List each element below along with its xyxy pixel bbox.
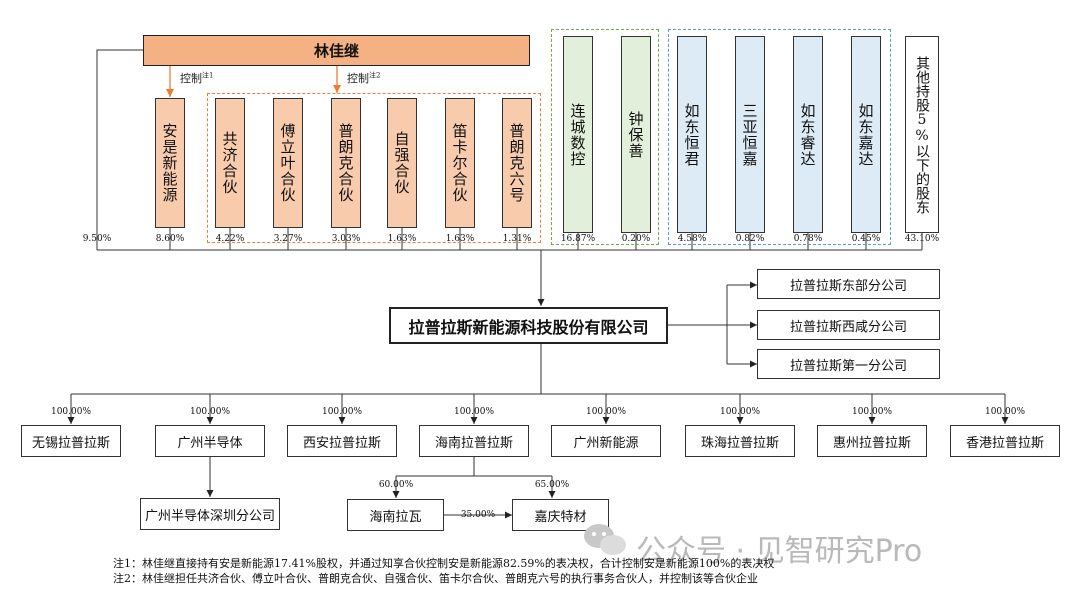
subsidiary-box: 广州半导体	[155, 425, 265, 457]
hainan-jiaqing-pct: 65.00%	[534, 480, 570, 490]
concert-party-group-green	[551, 29, 659, 245]
shareholding-pct: 43.10%	[904, 234, 940, 244]
shareholding-pct: 0.20%	[621, 234, 651, 244]
company-name: 拉普拉斯新能源科技股份有限公司	[408, 317, 649, 337]
shareholder-box: 普朗克六号	[502, 98, 532, 228]
shareholding-pct: 1.63%	[445, 234, 475, 244]
branch-office-box: 拉普拉斯东部分公司	[757, 269, 940, 299]
subsidiary-pct: 100.00%	[851, 407, 893, 417]
shareholder-box: 普朗克合伙	[331, 98, 361, 228]
subsidiary-box: 无锡拉普拉斯	[21, 425, 121, 457]
subsidiary-pct: 100.00%	[189, 407, 231, 417]
gz-branch-box: 广州半导体深圳分公司	[140, 498, 280, 530]
shareholder-box: 安是新能源	[155, 98, 185, 228]
control-label-2: 控制注2	[347, 71, 381, 85]
controller-name: 林佳继	[313, 42, 359, 60]
shareholder-box: 傅立叶合伙	[273, 98, 303, 228]
shareholding-pct: 4.58%	[677, 234, 707, 244]
subsidiary-pct: 100.00%	[984, 407, 1026, 417]
concert-party-group-blue	[668, 29, 891, 245]
shareholding-pct: 16.87%	[560, 234, 596, 244]
shareholder-box: 如东嘉达	[851, 36, 881, 233]
shareholding-pct: 0.45%	[851, 234, 881, 244]
footnote-1: 注1：林佳继直接持有安是新能源17.41%股权，并通过知享合伙控制安是新能源82…	[113, 557, 775, 570]
subsidiary-pct: 100.00%	[585, 407, 627, 417]
hainan-lawa-pct: 60.00%	[378, 480, 414, 490]
shareholding-pct: 1.31%	[502, 234, 532, 244]
subsidiary-pct: 100.00%	[453, 407, 495, 417]
subsidiary-box: 海南拉普拉斯	[419, 425, 529, 457]
shareholding-pct: 3.27%	[273, 234, 303, 244]
footnote-2: 注2：林佳继担任共济合伙、傅立叶合伙、普朗克合伙、自强合伙、笛卡尔合伙、普朗克六…	[113, 572, 758, 585]
shareholding-pct: 0.78%	[793, 234, 823, 244]
shareholding-pct: 3.03%	[331, 234, 361, 244]
watermark-text: 公众号 · 见智研究Pro	[636, 534, 923, 569]
shareholder-box: 钟保善	[621, 36, 651, 233]
control-label-1: 控制注1	[180, 71, 214, 85]
lawa-to-jiaqing-pct: 35.00%	[460, 510, 496, 520]
branch-office-box: 拉普拉斯第一分公司	[757, 349, 940, 379]
subsidiary-box: 西安拉普拉斯	[287, 425, 397, 457]
shareholding-pct: 4.22%	[215, 234, 245, 244]
hainan-lawa-box: 海南拉瓦	[347, 499, 444, 531]
subsidiary-box: 广州新能源	[551, 425, 661, 457]
shareholder-box: 连城数控	[563, 36, 593, 233]
direct-holding-pct: 9.50%	[82, 234, 112, 244]
subsidiary-pct: 100.00%	[719, 407, 761, 417]
shareholder-box: 共济合伙	[215, 98, 245, 228]
subsidiary-pct: 100.00%	[50, 407, 92, 417]
branch-office-box: 拉普拉斯西咸分公司	[757, 310, 940, 340]
subsidiary-box: 香港拉普拉斯	[950, 425, 1060, 457]
shareholder-box: 如东恒君	[677, 36, 707, 233]
wechat-icon	[582, 520, 628, 560]
shareholder-box: 笛卡尔合伙	[445, 98, 475, 228]
subsidiary-box: 惠州拉普拉斯	[817, 425, 927, 457]
shareholder-box: 其他持股5%以下的股东	[905, 36, 939, 233]
shareholding-pct: 1.63%	[387, 234, 417, 244]
subsidiary-pct: 100.00%	[321, 407, 363, 417]
controlled-partnerships-group	[207, 93, 541, 243]
shareholder-box: 三亚恒嘉	[735, 36, 765, 233]
shareholder-box: 自强合伙	[387, 98, 417, 228]
company-box: 拉普拉斯新能源科技股份有限公司	[389, 307, 668, 344]
shareholding-pct: 8.60%	[155, 234, 185, 244]
shareholder-box: 如东睿达	[793, 36, 823, 233]
subsidiary-box: 珠海拉普拉斯	[685, 425, 795, 457]
controller-box: 林佳继	[143, 35, 530, 66]
shareholding-pct: 0.82%	[735, 234, 765, 244]
